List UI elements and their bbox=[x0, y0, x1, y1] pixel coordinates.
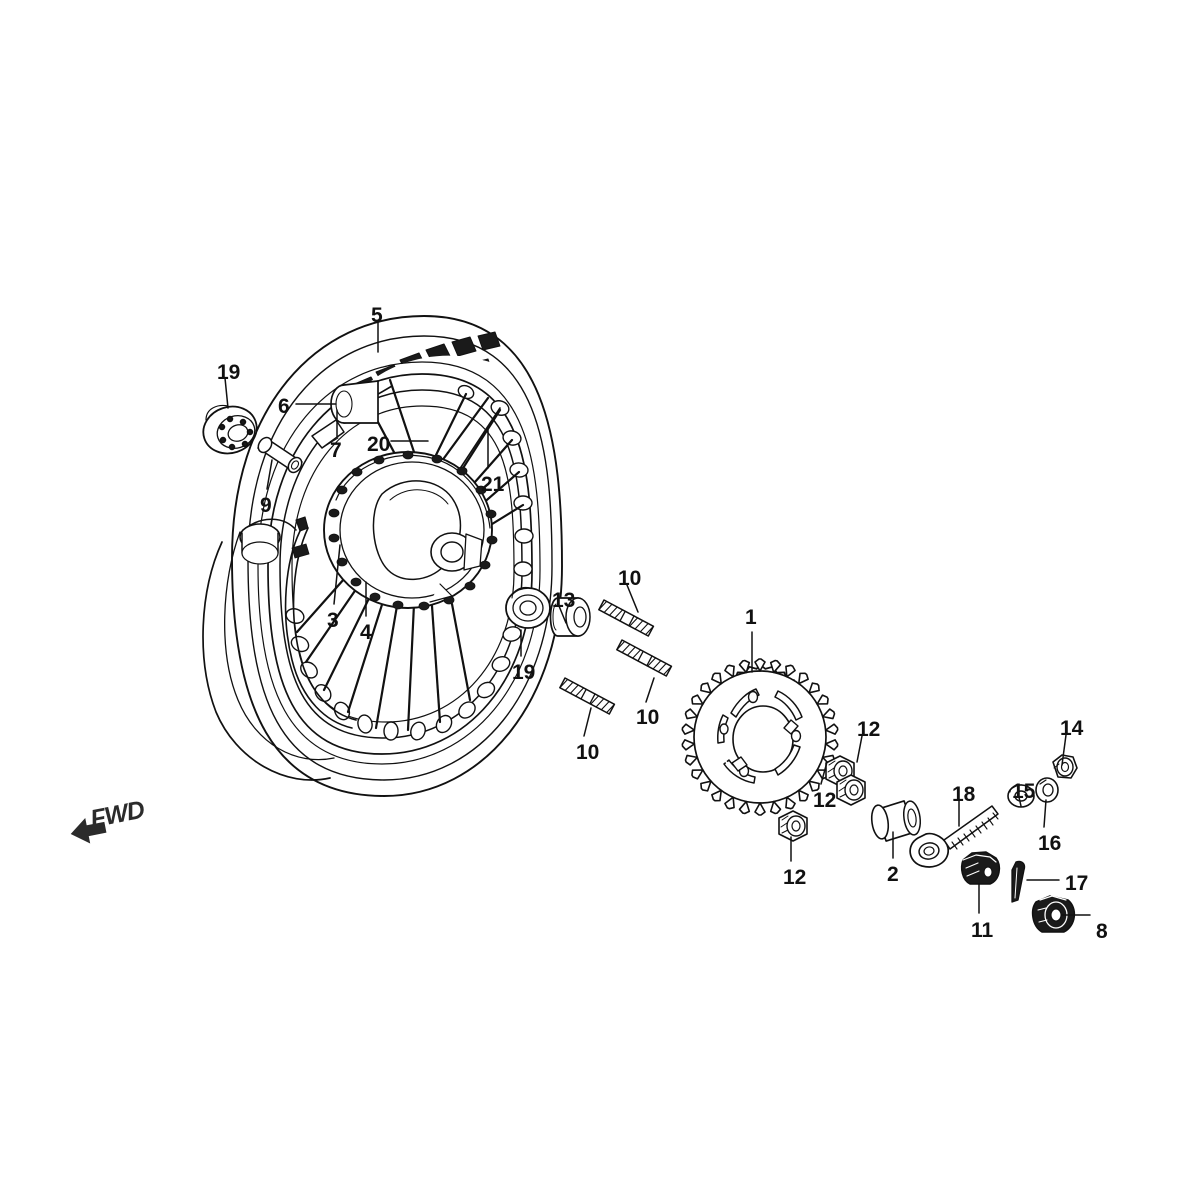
callout-lock-washer: 16 bbox=[1038, 832, 1062, 855]
leader-line-axle-spacer-collar bbox=[266, 459, 273, 490]
callout-hex-nut: 12 bbox=[857, 718, 881, 741]
callout-sprocket-stud-bolt: 10 bbox=[636, 706, 660, 729]
wheel-bearing-right bbox=[505, 586, 551, 629]
chain-adjuster bbox=[909, 805, 999, 868]
hex-nut-group bbox=[778, 755, 866, 842]
leader-line-lock-washer bbox=[1043, 799, 1047, 828]
callout-sprocket-stud-bolt: 10 bbox=[618, 567, 642, 590]
rim-band bbox=[284, 516, 357, 729]
castle-nut bbox=[1052, 754, 1078, 779]
callout-flange-nut: 11 bbox=[971, 919, 994, 942]
plain-washer bbox=[1007, 784, 1035, 808]
leader-line-wheel-bearing bbox=[224, 377, 229, 409]
axle-spacer-collar bbox=[257, 436, 303, 474]
callout-chain-adjuster: 18 bbox=[952, 783, 976, 806]
callout-rear-sprocket: 1 bbox=[745, 606, 757, 629]
distance-collar bbox=[870, 800, 922, 842]
fwd-arrow-icon bbox=[70, 817, 107, 844]
inner-tube bbox=[202, 518, 335, 781]
callout-wheel-bearing: 19 bbox=[512, 661, 536, 684]
brake-panel-hub bbox=[323, 450, 498, 611]
callout-plain-washer: 15 bbox=[1012, 780, 1036, 803]
stud-bolt-group bbox=[559, 599, 673, 715]
leader-line-sprocket-stud-bolt bbox=[626, 584, 639, 613]
callout-tire: 5 bbox=[371, 304, 383, 327]
leader-line-castle-nut bbox=[1061, 734, 1067, 766]
leader-line-hex-nut bbox=[856, 735, 863, 763]
callout-axle-nut: 8 bbox=[1096, 920, 1108, 943]
wheel-bearing-left bbox=[202, 404, 258, 455]
leader-line-sprocket-stud-bolt bbox=[645, 677, 655, 703]
cotter-pin bbox=[1011, 860, 1026, 903]
inner-tube-section bbox=[330, 380, 379, 424]
flange-nut bbox=[960, 851, 1001, 885]
callout-rim-band: 7 bbox=[330, 439, 342, 462]
leader-line-side-collar bbox=[558, 605, 567, 624]
rear-sprocket bbox=[681, 658, 839, 816]
leader-line-sprocket-stud-bolt bbox=[583, 707, 592, 737]
callout-axle-spacer-collar: 9 bbox=[260, 494, 272, 517]
callout-wheel-rim: 4 bbox=[360, 621, 372, 644]
leader-line-brake-panel-hub bbox=[333, 544, 341, 605]
callout-distance-collar: 2 bbox=[887, 863, 899, 886]
rim-band-upper bbox=[311, 419, 345, 449]
callout-brake-panel-hub: 3 bbox=[327, 609, 339, 632]
callout-wheel-bearing: 19 bbox=[217, 361, 241, 384]
callout-sprocket-stud-bolt: 10 bbox=[576, 741, 600, 764]
leader-line-hex-nut bbox=[820, 761, 828, 785]
callout-spoke: 21 bbox=[481, 473, 505, 496]
callout-side-collar: 13 bbox=[552, 589, 576, 612]
callout-castle-nut: 14 bbox=[1060, 717, 1084, 740]
callout-hex-nut: 12 bbox=[783, 866, 807, 889]
callout-spoke-nipple: 20 bbox=[367, 433, 391, 456]
callout-cotter-pin: 17 bbox=[1065, 872, 1089, 895]
callout-hex-nut: 12 bbox=[813, 789, 837, 812]
lock-washer bbox=[1035, 777, 1059, 803]
callout-inner-tube: 6 bbox=[278, 395, 290, 418]
leader-line-plain-washer bbox=[1017, 792, 1022, 807]
axle-nut bbox=[1031, 895, 1076, 933]
